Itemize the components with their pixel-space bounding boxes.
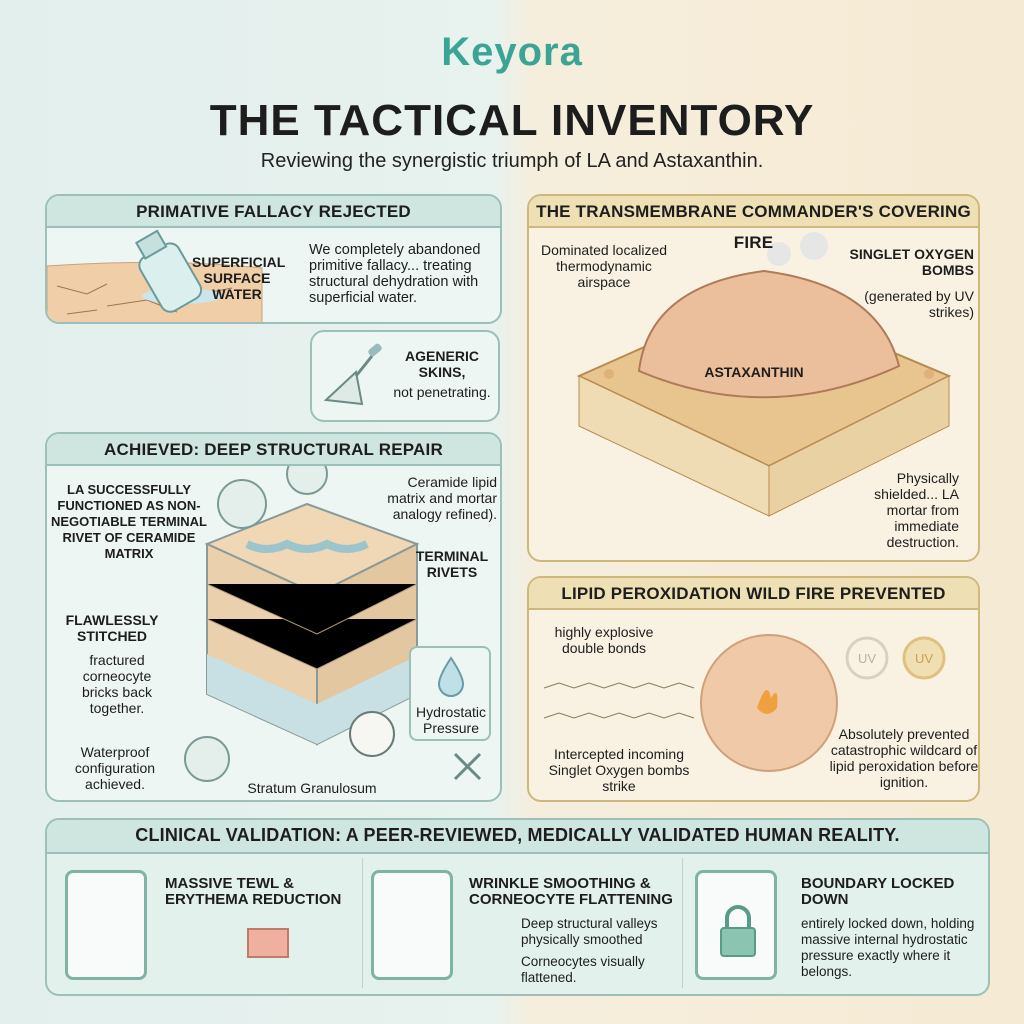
lipid-sphere-illustration [543, 634, 946, 772]
peroxidation-panel-title: LIPID PEROXIDATION WILD FIRE PREVENTED [529, 578, 978, 610]
generic-skins-title: AGENERIC SKINS, [405, 348, 479, 380]
erythema-brick-icon [247, 928, 289, 958]
boundary-body: entirely locked down, holding massive in… [801, 916, 975, 979]
wrinkle-point-2: Corneocytes visually flattened. [521, 954, 645, 985]
fallacy-panel: PRIMATIVE FALLACY REJECTED SUPERFICIAL S… [45, 194, 502, 324]
prevented-label: Absolutely prevented catastrophic wildca… [829, 726, 979, 790]
terminal-rivets-label: TERMINAL RIVETS [415, 548, 489, 580]
peroxidation-panel: LIPID PEROXIDATION WILD FIRE PREVENTED U… [527, 576, 980, 802]
water-drop-icon [437, 656, 465, 697]
stitched-label: FLAWLESSLY STITCHED [65, 612, 159, 644]
dropper-on-cracked-skin-illustration [47, 229, 263, 322]
astaxanthin-label: ASTAXANTHIN [704, 364, 804, 380]
clinical-panel: CLINICAL VALIDATION: A PEER-REVIEWED, ME… [45, 818, 990, 996]
repair-panel: ACHIEVED: DEEP STRUCTURAL REPAIR LA SUCC… [45, 432, 502, 802]
wrinkle-point-1: Deep structural valleys physically smoot… [521, 916, 658, 947]
superficial-water-callout: SUPERFICIAL SURFACE WATER [192, 254, 286, 302]
wrinkle-title: WRINKLE SMOOTHING & CORNEOCYTE FLATTENIN… [469, 875, 673, 908]
repair-panel-title: ACHIEVED: DEEP STRUCTURAL REPAIR [47, 434, 500, 466]
hydrostatic-box: Hydrostatic Pressure [409, 646, 491, 741]
trowel-icon [323, 343, 382, 406]
keyora-logo: Keyora [441, 30, 583, 74]
clinical-title: CLINICAL VALIDATION: A PEER-REVIEWED, ME… [47, 820, 988, 854]
generic-skins-body: not penetrating. [393, 384, 491, 400]
singlet-oxygen-label: SINGLET OXYGEN BOMBS [849, 246, 974, 278]
fallacy-description: We completely abandoned primitive fallac… [309, 242, 481, 306]
brick-cube-illustration [184, 453, 482, 782]
membrane-astaxanthin-illustration [576, 232, 952, 517]
rivet-label: LA SUCCESSFULLY FUNCTIONED AS NON-NEGOTI… [51, 482, 207, 561]
generic-skins-box: AGENERIC SKINS, not penetrating. [310, 330, 500, 422]
double-bonds-label: highly explosive double bonds [554, 624, 654, 656]
ceramide-label: Ceramide lipid matrix and mortar analogy… [387, 474, 497, 522]
page-title: THE TACTICAL INVENTORY [209, 96, 815, 145]
clipboard-icon [371, 870, 453, 980]
uv-badge: UV [914, 651, 934, 666]
clinical-card-wrinkle: WRINKLE SMOOTHING & CORNEOCYTE FLATTENIN… [362, 858, 677, 988]
commander-panel-title: THE TRANSMEMBRANE COMMANDER'S COVERING F… [529, 196, 978, 252]
stitched-body: fractured corneocyte bricks back togethe… [81, 652, 153, 716]
tewl-title: MASSIVE TEWL & ERYTHEMA REDUCTION [165, 875, 342, 908]
hydrostatic-label: Hydrostatic Pressure [415, 704, 487, 736]
clipboard-icon [65, 870, 147, 980]
waterproof-label: Waterproof configuration achieved. [74, 744, 156, 792]
clipboard-icon [695, 870, 777, 980]
singlet-oxygen-body: (generated by UV strikes) [864, 288, 974, 320]
boundary-title: BOUNDARY LOCKED DOWN [801, 875, 955, 908]
shielded-label: Physically shielded... LA mortar from im… [874, 470, 959, 550]
fallacy-panel-title: PRIMATIVE FALLACY REJECTED [47, 196, 500, 228]
page-subtitle: Reviewing the synergistic triumph of LA … [260, 150, 764, 172]
intercepted-label: Intercepted incoming Singlet Oxygen bomb… [548, 746, 690, 794]
padlock-icon [720, 905, 756, 957]
stratum-label: Stratum Granulosum [247, 780, 377, 796]
clinical-card-tewl: MASSIVE TEWL & ERYTHEMA REDUCTION [57, 858, 357, 988]
commander-panel: THE TRANSMEMBRANE COMMANDER'S COVERING F… [527, 194, 980, 562]
uv-badge-faded: UV [857, 651, 877, 666]
clinical-card-boundary: BOUNDARY LOCKED DOWN entirely locked dow… [682, 858, 987, 988]
airspace-label: Dominated localized thermodynamic airspa… [540, 242, 668, 290]
